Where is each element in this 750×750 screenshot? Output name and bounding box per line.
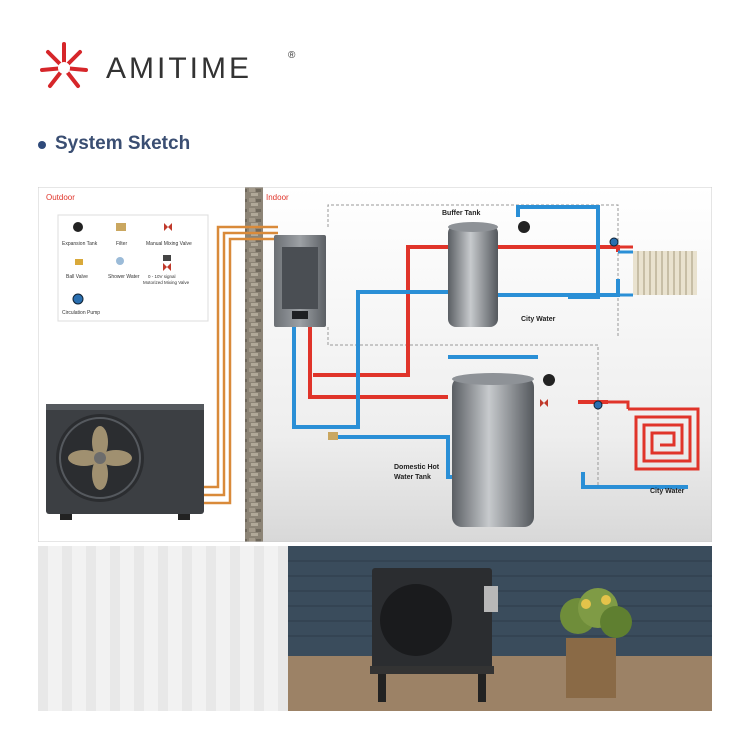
legend-label: Manual Mixing Valve xyxy=(146,241,192,247)
underfloor-heating-coil xyxy=(628,407,700,471)
legend-label: Circulation Pump xyxy=(62,310,100,316)
brand-name: AMITIME xyxy=(106,52,252,85)
legend: Expansion Tank Filter Manual Mixing Valv… xyxy=(57,214,209,322)
expansion-tank-icon xyxy=(518,221,530,233)
outdoor-heat-pump-unit xyxy=(46,404,204,520)
motorized-mixing-valve-icon xyxy=(163,255,171,271)
dhw-tank-label-line1: Domestic Hot xyxy=(394,464,440,471)
city-water-label: City Water xyxy=(521,316,556,323)
flower-pot xyxy=(560,588,632,698)
legend-label: Ball Valve xyxy=(66,274,88,280)
heat-pump-unit xyxy=(370,568,494,702)
installed-heat-pump-photo xyxy=(38,546,712,711)
system-sketch-diagram: Outdoor Indoor Expansion Tank Filter Man… xyxy=(38,187,712,542)
circulation-pump-icon xyxy=(72,293,84,305)
buffer-tank-label: Buffer Tank xyxy=(442,210,480,217)
filter-icon xyxy=(116,223,126,231)
section-bullet xyxy=(38,141,46,149)
legend-label: 0 - 10V signal xyxy=(148,274,176,279)
manual-mixing-valve-icon xyxy=(164,223,172,231)
section-title: System Sketch xyxy=(55,133,191,154)
stone-wall xyxy=(245,187,263,542)
expansion-tank-icon xyxy=(543,374,555,386)
amitime-logo-icon xyxy=(40,42,88,88)
legend-label: Motorized Mixing Valve xyxy=(143,280,190,285)
legend-label: Expansion Tank xyxy=(62,241,98,247)
city-water-label: City Water xyxy=(650,488,685,495)
circulation-pump-icon xyxy=(609,237,619,247)
filter-icon xyxy=(328,432,338,440)
radiator xyxy=(633,251,697,295)
white-fence xyxy=(38,546,288,711)
buffer-tank xyxy=(448,222,498,327)
registered-mark: ® xyxy=(288,50,296,61)
dhw-tank-label-line2: Water Tank xyxy=(394,474,431,481)
indoor-label: Indoor xyxy=(266,193,289,202)
circulation-pump-icon xyxy=(593,400,603,410)
legend-label: Filter xyxy=(116,241,127,247)
legend-label: Shower Water xyxy=(108,274,140,280)
ball-valve-icon xyxy=(75,259,83,265)
shower-water-icon xyxy=(116,257,124,265)
manual-mixing-valve-icon xyxy=(540,399,548,407)
expansion-tank-icon xyxy=(73,222,83,232)
hot-water-pipes xyxy=(308,245,620,404)
outdoor-label: Outdoor xyxy=(46,193,75,202)
indoor-hydronic-unit xyxy=(274,235,326,327)
domestic-hot-water-tank xyxy=(452,373,534,527)
control-box xyxy=(484,586,498,612)
control-wiring xyxy=(327,204,619,487)
header: AMITIME ® xyxy=(0,0,750,110)
refrigerant-pipes xyxy=(204,225,278,505)
